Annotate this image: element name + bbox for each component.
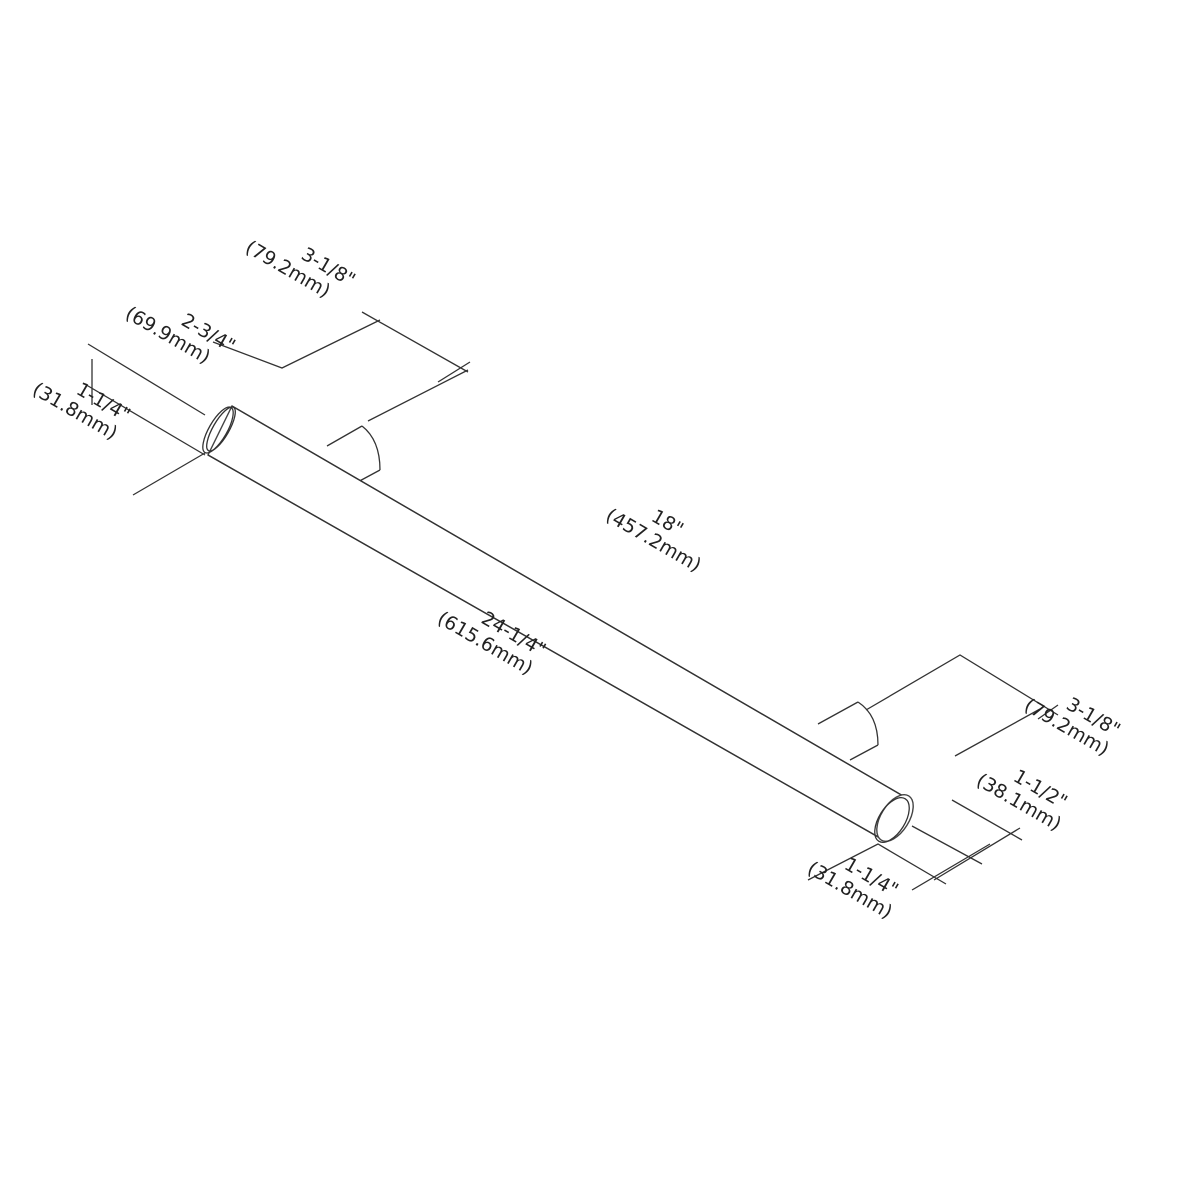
label-post-spacing: 1-1/2" (38.1mm): [973, 765, 1071, 835]
dimension-labels: 3-1/8" (79.2mm) 2-3/4" (69.9mm) 1-1/4" (…: [29, 236, 1124, 923]
label-end-diameter-left: 1-1/4" (31.8mm): [29, 378, 134, 444]
label-post-height-right: 3-1/8" (79.2mm): [1020, 693, 1124, 760]
dimension-lines: [82, 311, 1059, 891]
label-post-height-top: 3-1/8" (79.2mm): [241, 236, 358, 302]
label-bar-projection: 2-3/4" (69.9mm): [121, 302, 238, 368]
bar-handle: [202, 405, 914, 843]
label-center-to-center: 18" (457.2mm): [602, 504, 705, 576]
label-end-diameter-right: 1-1/4" (31.8mm): [804, 853, 902, 923]
